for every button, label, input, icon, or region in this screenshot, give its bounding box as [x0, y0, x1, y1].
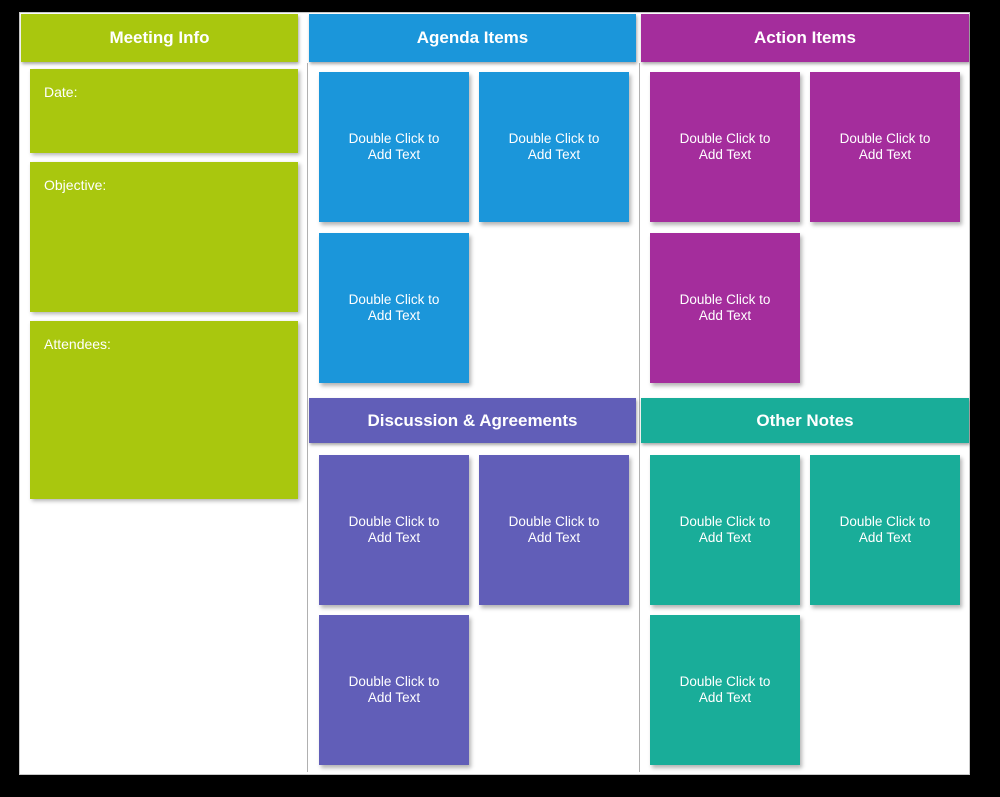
- note-other-1[interactable]: Double Click to Add Text: [650, 455, 800, 605]
- note-text: Double Click to Add Text: [348, 514, 440, 545]
- note-text: Double Click to Add Text: [508, 514, 600, 545]
- note-discussion-3[interactable]: Double Click to Add Text: [319, 615, 469, 765]
- note-other-3[interactable]: Double Click to Add Text: [650, 615, 800, 765]
- note-text: Double Click to Add Text: [348, 131, 440, 162]
- note-text: Double Click to Add Text: [679, 674, 771, 705]
- note-text: Double Click to Add Text: [348, 674, 440, 705]
- note-agenda-1[interactable]: Double Click to Add Text: [319, 72, 469, 222]
- section-header-action-items: Action Items: [641, 14, 969, 62]
- section-header-other-notes: Other Notes: [641, 398, 969, 443]
- section-header-discussion-agreements: Discussion & Agreements: [309, 398, 636, 443]
- note-text: Double Click to Add Text: [508, 131, 600, 162]
- note-action-3[interactable]: Double Click to Add Text: [650, 233, 800, 383]
- field-objective-label: Objective:: [44, 177, 107, 193]
- note-text: Double Click to Add Text: [348, 292, 440, 323]
- note-other-2[interactable]: Double Click to Add Text: [810, 455, 960, 605]
- field-objective[interactable]: Objective:: [30, 162, 298, 312]
- note-text: Double Click to Add Text: [839, 131, 931, 162]
- note-agenda-2[interactable]: Double Click to Add Text: [479, 72, 629, 222]
- field-date[interactable]: Date:: [30, 69, 298, 153]
- field-attendees-label: Attendees:: [44, 336, 111, 352]
- field-attendees[interactable]: Attendees:: [30, 321, 298, 499]
- field-date-label: Date:: [44, 84, 78, 100]
- note-action-1[interactable]: Double Click to Add Text: [650, 72, 800, 222]
- section-header-meeting-info: Meeting Info: [21, 14, 298, 62]
- whiteboard-page: Meeting Info Agenda Items Action Items D…: [19, 12, 970, 775]
- section-header-agenda-items: Agenda Items: [309, 14, 636, 62]
- column-divider-right: [639, 63, 640, 772]
- column-divider-left: [307, 63, 308, 772]
- note-text: Double Click to Add Text: [839, 514, 931, 545]
- note-text: Double Click to Add Text: [679, 292, 771, 323]
- note-discussion-2[interactable]: Double Click to Add Text: [479, 455, 629, 605]
- note-text: Double Click to Add Text: [679, 514, 771, 545]
- note-text: Double Click to Add Text: [679, 131, 771, 162]
- note-action-2[interactable]: Double Click to Add Text: [810, 72, 960, 222]
- note-discussion-1[interactable]: Double Click to Add Text: [319, 455, 469, 605]
- note-agenda-3[interactable]: Double Click to Add Text: [319, 233, 469, 383]
